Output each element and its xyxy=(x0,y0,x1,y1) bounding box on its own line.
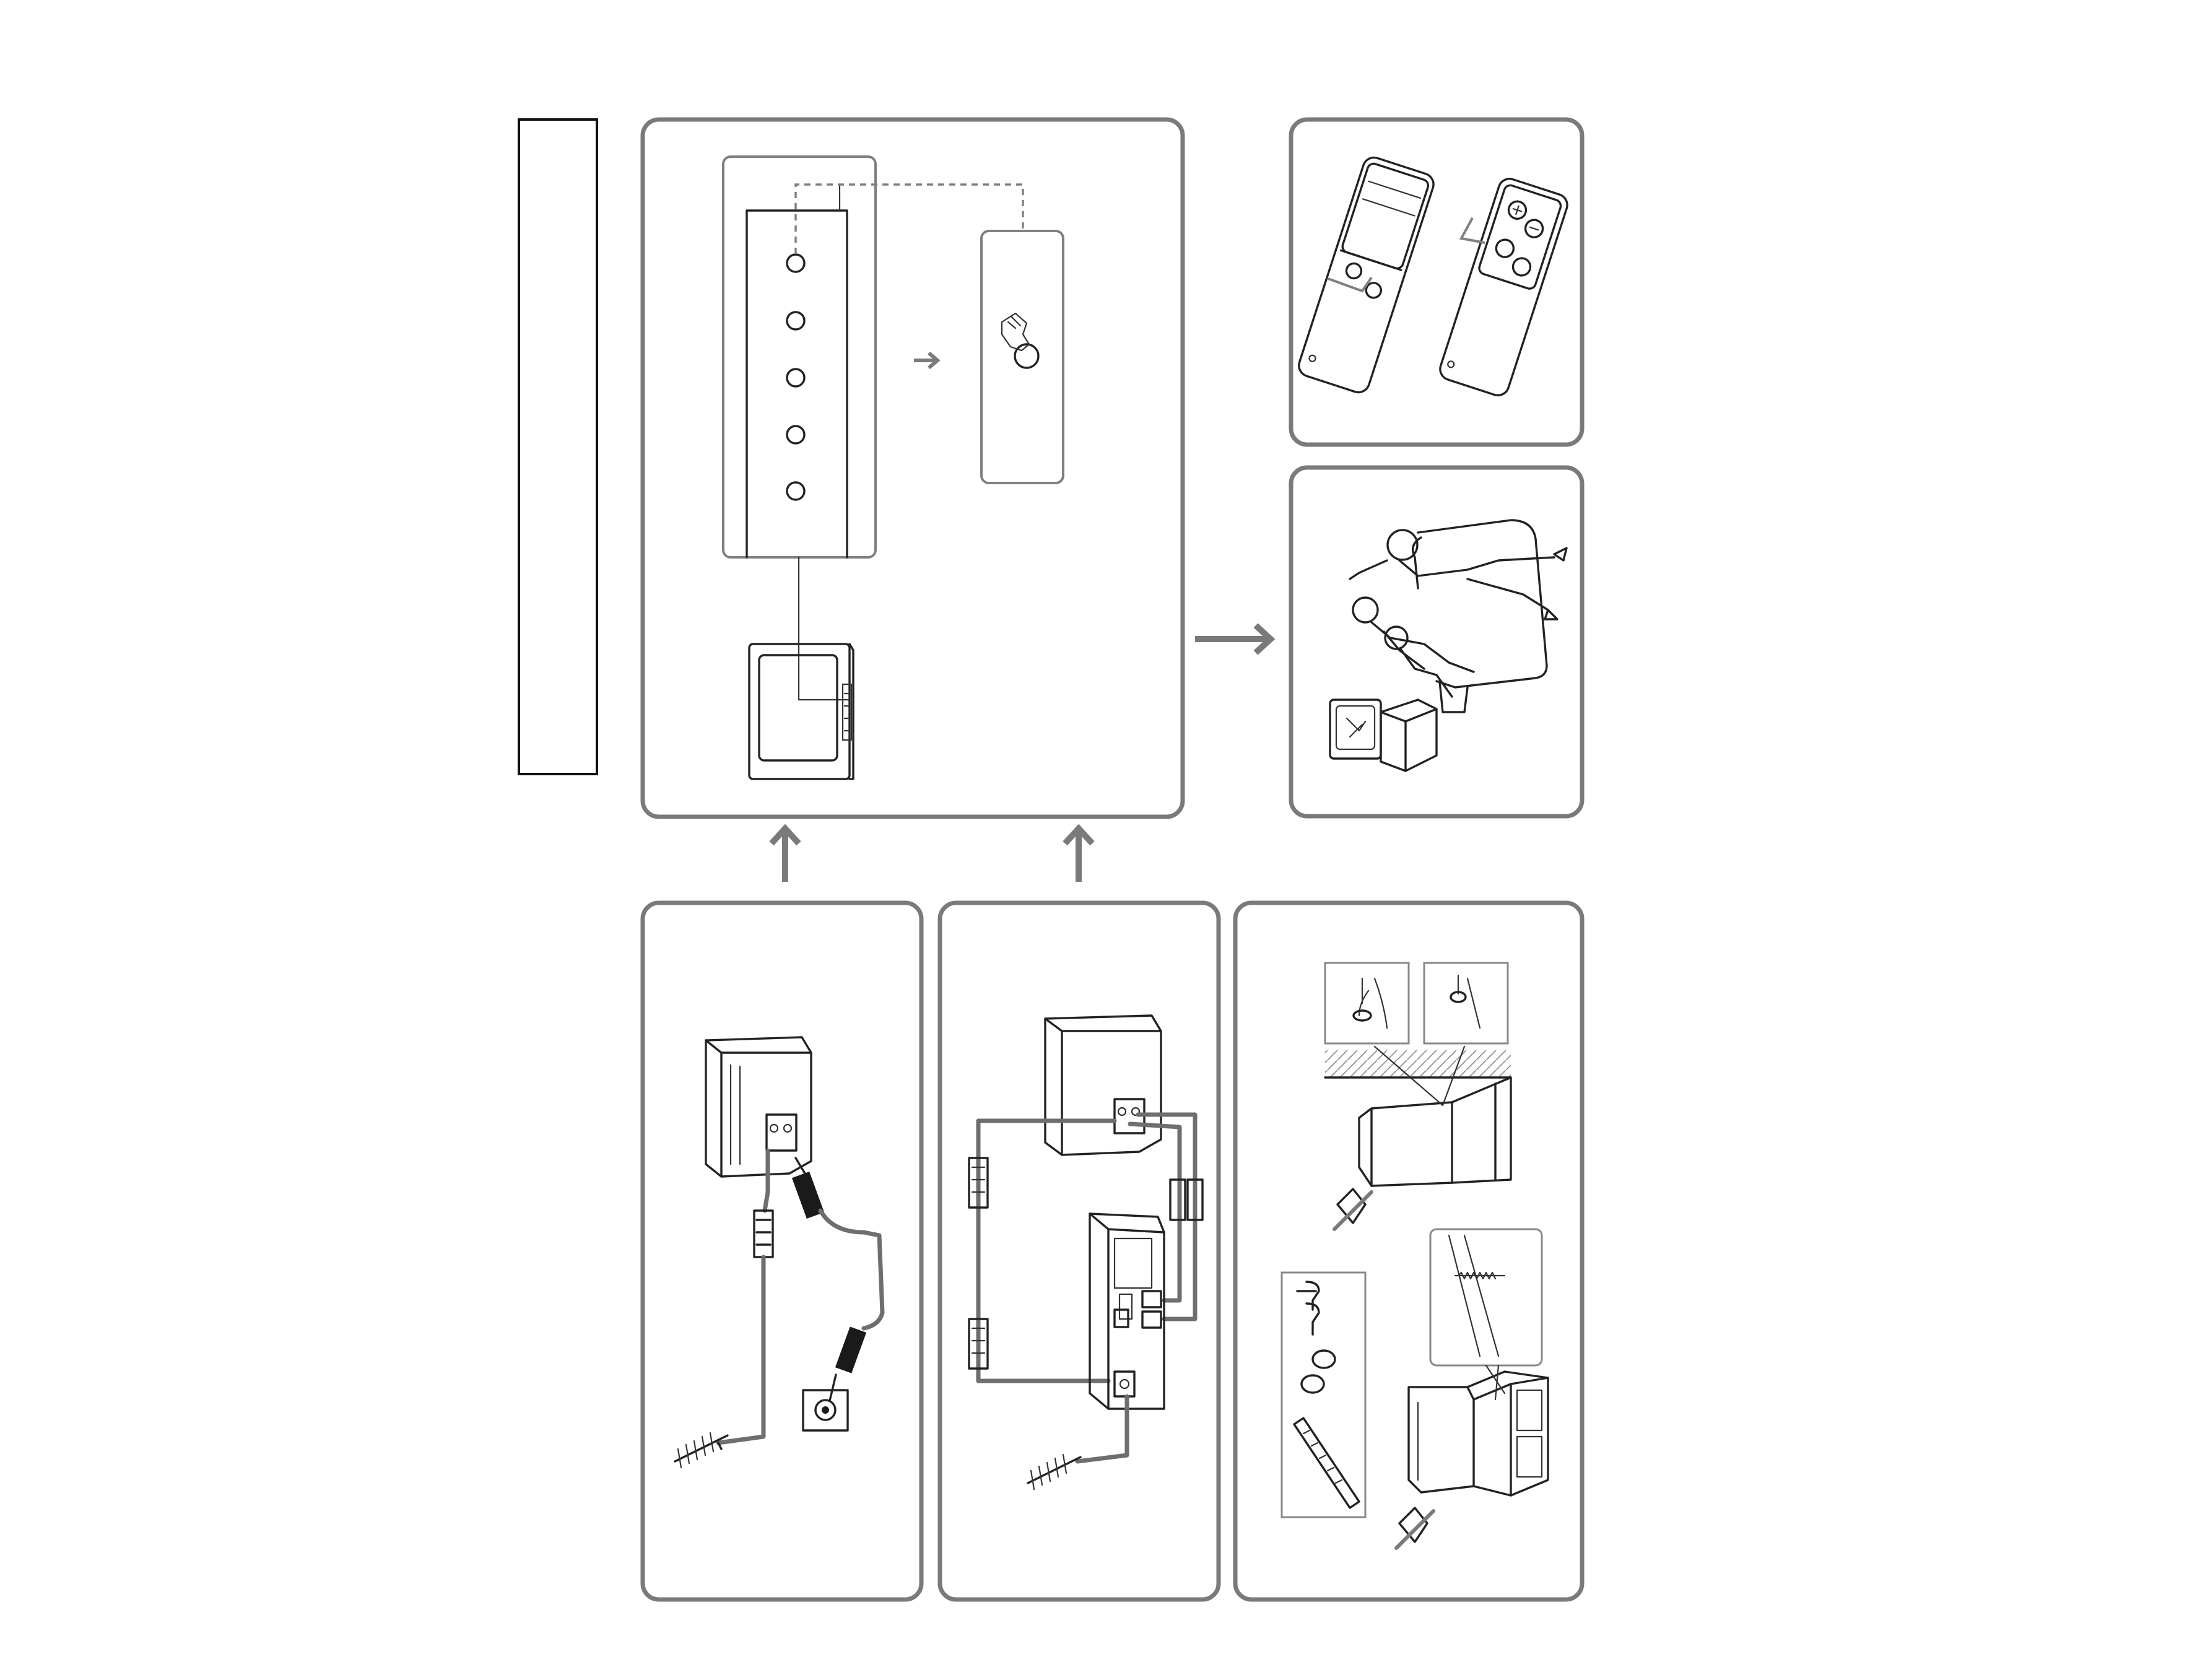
panel-vcr-connection xyxy=(937,900,1221,1602)
panel-remote-batteries xyxy=(1289,117,1585,447)
antenna-vcr-tv-connection xyxy=(968,1014,1204,1491)
press-button-callout xyxy=(980,230,1064,484)
prohibited-icon xyxy=(1333,1188,1373,1231)
family-watching-tv xyxy=(1329,519,1568,772)
panel-family-watching xyxy=(1289,465,1585,819)
flow-arrow-up-right xyxy=(1063,824,1095,882)
panel-control-buttons xyxy=(640,117,1185,819)
flow-arrow-small xyxy=(914,351,941,370)
remote-open xyxy=(1298,156,1435,394)
side-tab xyxy=(518,118,598,775)
antenna-to-tv-connection xyxy=(674,1036,885,1469)
finger-press-icon xyxy=(1001,312,1040,369)
control-buttons xyxy=(786,253,806,501)
panel-antenna-connection xyxy=(640,900,924,1602)
flow-arrow-up-left xyxy=(769,824,801,882)
panel-stand-fixing xyxy=(1233,900,1585,1602)
remote-battery-compartment xyxy=(1439,178,1568,397)
tv-front xyxy=(748,643,854,780)
tv-stand-fixing-kit xyxy=(1280,962,1549,1550)
flow-arrow-right xyxy=(1195,623,1276,655)
prohibited-icon xyxy=(1394,1507,1435,1550)
